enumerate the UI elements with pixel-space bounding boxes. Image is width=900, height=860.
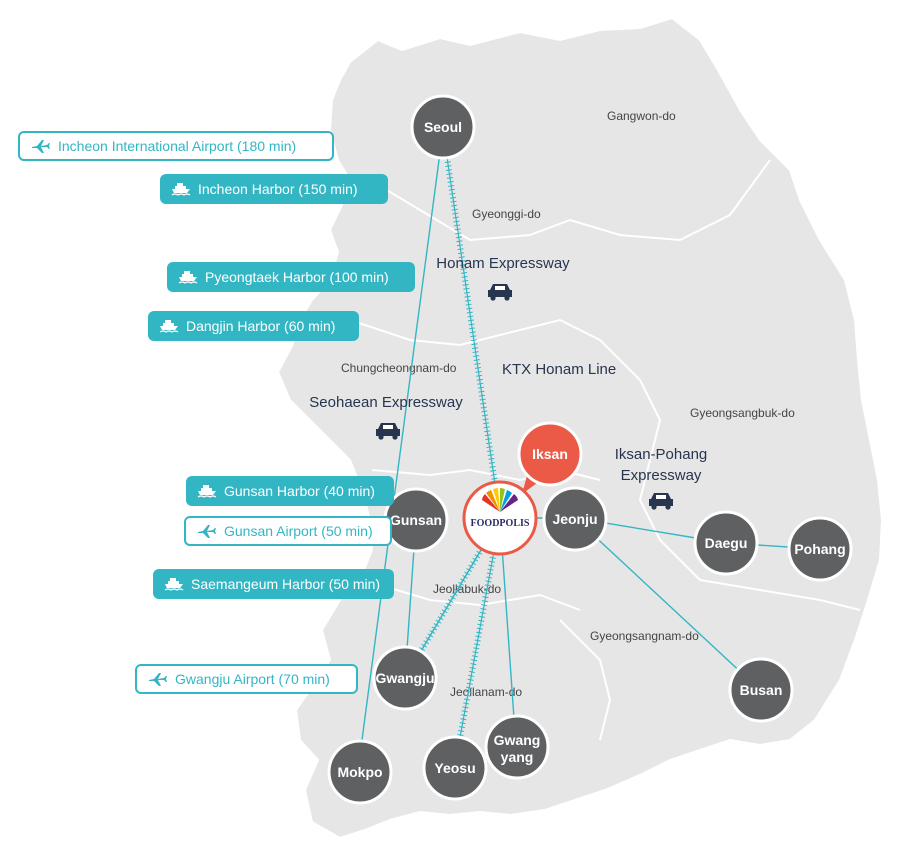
- region-label-jeollabuk: Jeollabuk-do: [433, 582, 501, 596]
- tag-label: Pyeongtaek Harbor (100 min): [205, 269, 389, 285]
- tag-incheon-airport: Incheon International Airport (180 min): [18, 131, 334, 161]
- city-label-mokpo: Mokpo: [337, 764, 382, 780]
- line-seoul-mokpo: [357, 129, 444, 771]
- region-label-gyeongsangbuk: Gyeongsangbuk-do: [690, 406, 795, 420]
- car-icon: [488, 284, 512, 301]
- region-boundaries: [349, 159, 861, 741]
- region-label-chungcheongnam: Chungcheongnam-do: [341, 361, 457, 375]
- city-label-gwangju: Gwangju: [375, 670, 434, 686]
- city-label-gwangyang-line1: Gwang: [494, 732, 541, 748]
- airplane-icon: [30, 138, 52, 154]
- tag-label: Gwangju Airport (70 min): [175, 671, 330, 687]
- tag-gunsan-airport: Gunsan Airport (50 min): [184, 516, 392, 546]
- ship-icon: [170, 181, 192, 197]
- route-label-honam-expressway: Honam Expressway: [436, 255, 570, 272]
- line-jeonju-busan: [574, 517, 761, 691]
- foodpolis-logo: FOODPOLIS: [462, 480, 538, 556]
- city-node-gwangyang: Gwang yang: [484, 714, 550, 780]
- city-label-gwangyang-line2: yang: [501, 749, 534, 765]
- city-label-iksan: Iksan: [532, 446, 568, 462]
- city-node-yeosu: Yeosu: [422, 735, 488, 801]
- tag-label: Dangjin Harbor (60 min): [186, 318, 336, 334]
- city-node-gwangju: Gwangju: [372, 645, 438, 711]
- city-label-gunsan: Gunsan: [390, 512, 442, 528]
- city-node-pohang: Pohang: [787, 516, 853, 582]
- airplane-icon: [196, 523, 218, 539]
- line-iksan-gwangyang: [499, 517, 517, 748]
- route-label-iksan-pohang: Iksan-Pohang: [615, 446, 708, 463]
- korea-landmass: [276, 16, 884, 840]
- city-label-seoul: Seoul: [424, 119, 462, 135]
- region-label-gangwon: Gangwon-do: [607, 109, 676, 123]
- city-label-pohang: Pohang: [794, 541, 845, 557]
- city-label-daegu: Daegu: [705, 535, 748, 551]
- route-label-ktx-honam: KTX Honam Line: [502, 361, 616, 378]
- car-icon: [649, 493, 673, 510]
- city-node-seoul: Seoul: [410, 94, 476, 160]
- tag-saemangeum-harbor: Saemangeum Harbor (50 min): [153, 569, 394, 599]
- ship-icon: [177, 269, 199, 285]
- region-label-gyeonggi: Gyeonggi-do: [472, 207, 541, 221]
- tag-label: Incheon International Airport (180 min): [58, 138, 297, 154]
- ship-icon: [196, 483, 218, 499]
- tag-gunsan-harbor: Gunsan Harbor (40 min): [186, 476, 394, 506]
- tag-label: Gunsan Airport (50 min): [224, 523, 373, 539]
- tag-dangjin-harbor: Dangjin Harbor (60 min): [148, 311, 359, 341]
- city-node-busan: Busan: [728, 657, 794, 723]
- city-node-gunsan: Gunsan: [383, 487, 449, 553]
- city-label-jeonju: Jeonju: [552, 511, 597, 527]
- city-label-yeosu: Yeosu: [434, 760, 475, 776]
- tag-label: Incheon Harbor (150 min): [198, 181, 358, 197]
- route-label-seohaean-expressway: Seohaean Expressway: [309, 394, 463, 411]
- foodpolis-fan-icon: [482, 488, 518, 512]
- foodpolis-logo-text: FOODPOLIS: [471, 518, 530, 529]
- car-icon: [376, 423, 400, 440]
- tag-incheon-harbor: Incheon Harbor (150 min): [160, 174, 388, 204]
- iksan-callout: Iksan: [517, 421, 583, 494]
- ship-icon: [163, 576, 185, 592]
- airplane-icon: [147, 671, 169, 687]
- city-node-daegu: Daegu: [693, 510, 759, 576]
- region-label-gyeongsangnam: Gyeongsangnam-do: [590, 629, 699, 643]
- tag-pyeongtaek-harbor: Pyeongtaek Harbor (100 min): [167, 262, 415, 292]
- route-label-expressway: Expressway: [621, 467, 702, 484]
- city-node-jeonju: Jeonju: [542, 486, 608, 552]
- tag-label: Gunsan Harbor (40 min): [224, 483, 375, 499]
- city-node-mokpo: Mokpo: [327, 739, 393, 805]
- ship-icon: [158, 318, 180, 334]
- city-label-busan: Busan: [740, 682, 783, 698]
- tag-label: Saemangeum Harbor (50 min): [191, 576, 381, 592]
- tag-gwangju-airport: Gwangju Airport (70 min): [135, 664, 358, 694]
